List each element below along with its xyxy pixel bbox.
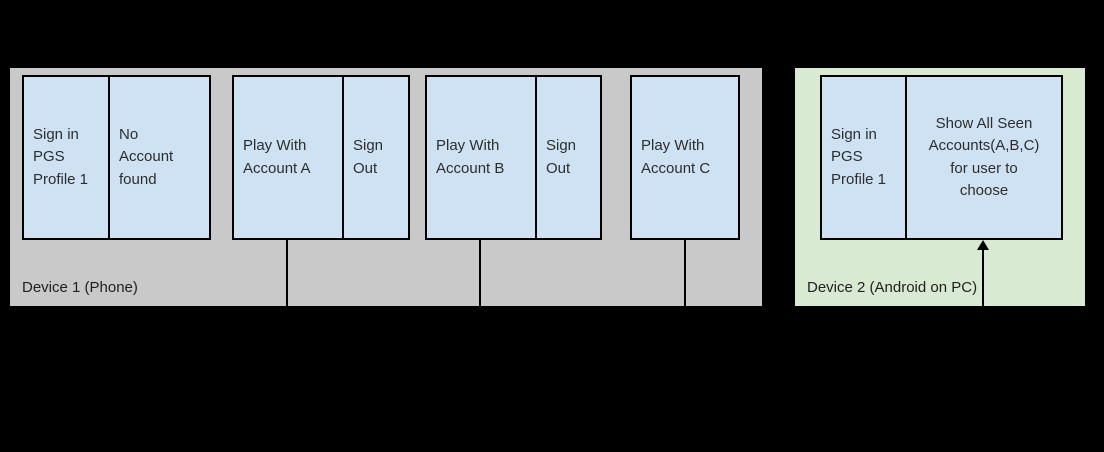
device1-label: Device 1 (Phone) xyxy=(22,279,138,296)
box-play-with-account-b: Play With Account B xyxy=(425,75,537,240)
connector-line-account-a xyxy=(286,240,288,306)
box-sign-out-a: Sign Out xyxy=(342,75,410,240)
box-play-with-account-c: Play With Account C xyxy=(630,75,740,240)
box-sign-out-b: Sign Out xyxy=(535,75,602,240)
arrow-up-connector-line xyxy=(982,250,984,306)
connector-line-account-b xyxy=(479,240,481,306)
box-sign-in-pgs-profile-1: Sign in PGS Profile 1 xyxy=(22,75,110,240)
box-show-all-seen-accounts: Show All Seen Accounts(A,B,C) for user t… xyxy=(905,75,1063,240)
box-no-account-found: No Account found xyxy=(108,75,211,240)
device2-label: Device 2 (Android on PC) xyxy=(807,279,978,296)
box-sign-in-pgs-profile-1-device2: Sign in PGS Profile 1 xyxy=(820,75,907,240)
arrow-up-icon xyxy=(977,240,989,250)
box-play-with-account-a: Play With Account A xyxy=(232,75,344,240)
connector-line-account-c xyxy=(684,240,686,306)
